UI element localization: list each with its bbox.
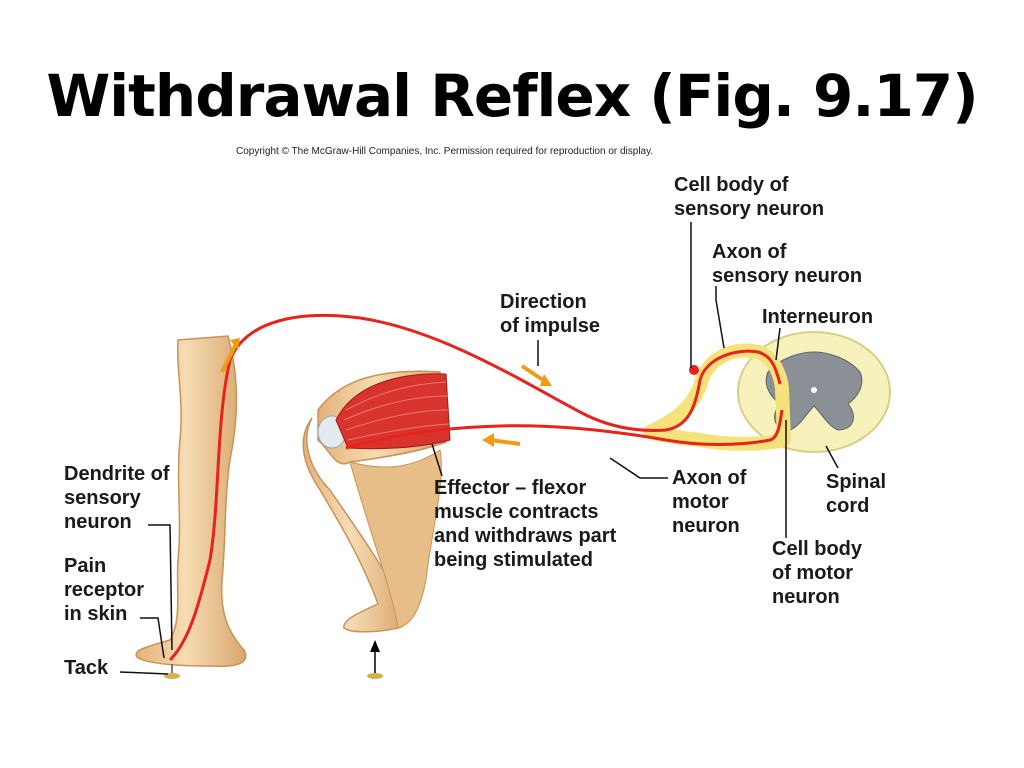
label-pain-receptor: Pain receptor in skin	[64, 555, 145, 625]
leader-spinal-cord	[825, 445, 839, 469]
motor-neuron-axon	[345, 409, 784, 450]
slide-title: Withdrawal Reflex (Fig. 9.17)	[46, 62, 978, 130]
label-spinal-cord: Spinal cord	[826, 471, 887, 517]
leader-tack	[119, 671, 169, 675]
bent-leg-shin	[302, 417, 408, 633]
bent-leg-back	[349, 449, 442, 629]
leader-axon-sensory	[715, 286, 725, 349]
label-dendrite-sensory: Dendrite of sensory neuron	[64, 463, 170, 533]
leader-axon-motor	[609, 457, 668, 479]
leader-dendrite	[148, 524, 173, 651]
label-effector: Effector – flexor muscle contracts and w…	[434, 477, 617, 571]
label-tack: Tack	[64, 657, 109, 679]
leader-effector	[431, 443, 443, 477]
label-axon-sensory: Axon of sensory neuron	[712, 241, 863, 287]
copyright-notice: Copyright © The McGraw-Hill Companies, I…	[236, 146, 654, 157]
label-direction-of-impulse: Direction of impulse	[500, 291, 601, 337]
flexor-muscle	[335, 373, 451, 450]
tack-left	[164, 673, 180, 679]
leader-pain-receptor	[140, 617, 165, 659]
leader-interneuron	[775, 327, 781, 361]
label-interneuron: Interneuron	[762, 306, 874, 328]
label-axon-motor: Axon of motor neuron	[672, 467, 747, 537]
impulse-arrow-motor	[489, 438, 521, 446]
sensory-neuron-axon	[168, 313, 782, 662]
impulse-arrow-sensory	[520, 364, 548, 384]
label-cell-body-sensory: Cell body of sensory neuron	[674, 174, 825, 220]
label-cell-body-motor: Cell body of motor neuron	[772, 538, 863, 608]
tack-right	[367, 673, 383, 679]
impulse-arrow-leg	[220, 343, 238, 373]
